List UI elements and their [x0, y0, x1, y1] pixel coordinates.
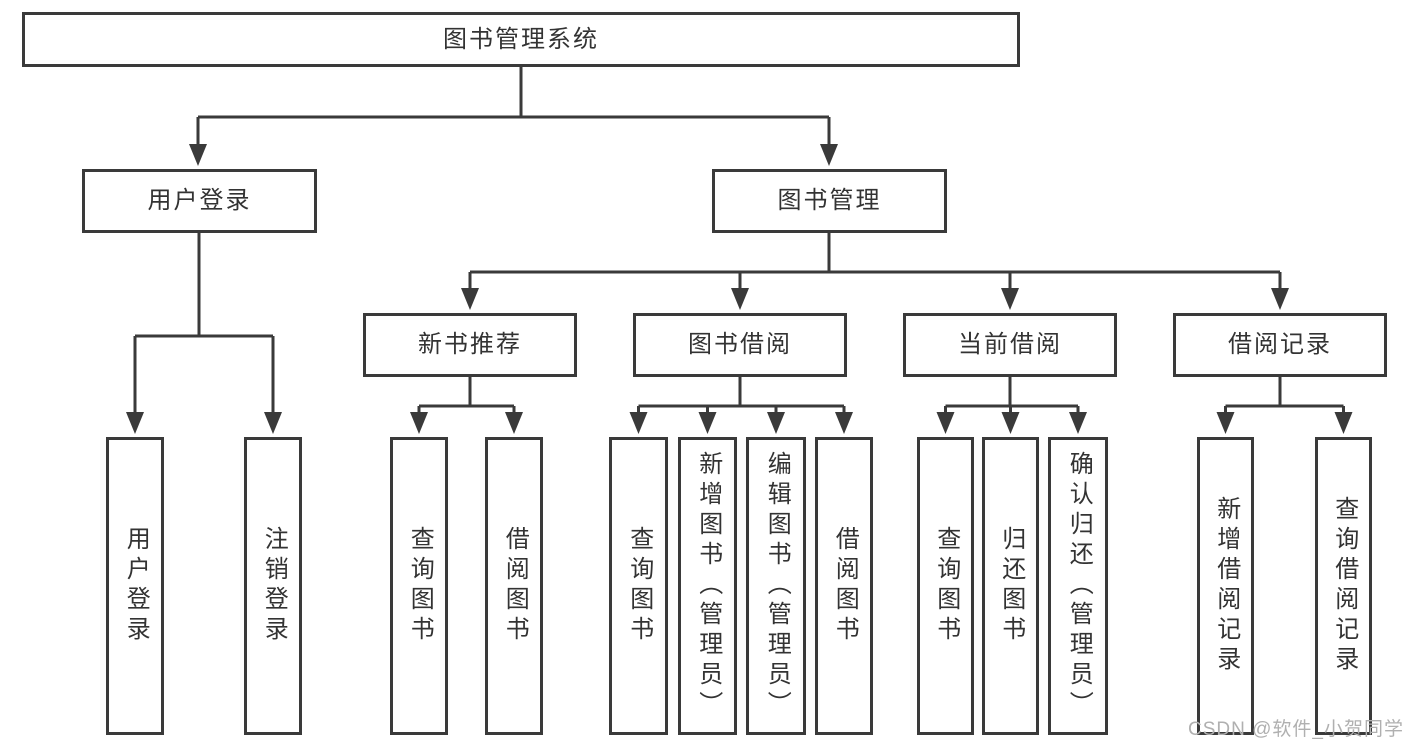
node-borrow-records: 借阅记录 — [1173, 313, 1387, 377]
leaf-query-books-borrow-label: 查询图书 — [625, 526, 653, 646]
leaf-add-borrow-record-label: 新增借阅记录 — [1212, 496, 1240, 676]
arrow-head — [820, 144, 838, 166]
node-current-borrow: 当前借阅 — [903, 313, 1117, 377]
leaf-logout: 注销登录 — [244, 437, 302, 735]
arrow-head — [1334, 412, 1353, 434]
node-current-borrow-label: 当前借阅 — [958, 331, 1062, 358]
leaf-edit-book-admin: 编辑图书（管理员） — [746, 437, 806, 735]
arrow-head — [189, 144, 207, 166]
arrow-head — [1001, 412, 1020, 434]
leaf-borrow-books-recommend-label: 借阅图书 — [501, 526, 529, 646]
node-new-book-recommend-label: 新书推荐 — [418, 331, 522, 358]
arrow-head — [264, 412, 282, 434]
arrow-head — [1271, 288, 1289, 310]
leaf-return-book-label: 归还图书 — [997, 526, 1025, 646]
leaf-user-login: 用户登录 — [106, 437, 164, 735]
leaf-confirm-return-admin: 确认归还（管理员） — [1048, 437, 1108, 735]
leaf-logout-label: 注销登录 — [260, 526, 288, 646]
leaf-query-books-current: 查询图书 — [917, 437, 974, 735]
arrow-head — [1069, 412, 1087, 434]
leaf-add-book-admin: 新增图书（管理员） — [678, 437, 737, 735]
arrow-head — [698, 412, 717, 434]
arrow-head — [1001, 288, 1019, 310]
node-user-login-label: 用户登录 — [147, 187, 252, 214]
leaf-borrow-books-recommend: 借阅图书 — [485, 437, 543, 735]
arrow-head — [731, 288, 749, 310]
node-new-book-recommend: 新书推荐 — [363, 313, 577, 377]
leaf-query-borrow-record: 查询借阅记录 — [1315, 437, 1372, 735]
csdn-watermark: CSDN @软件_小贺同学 — [1188, 719, 1404, 740]
node-book-borrow: 图书借阅 — [633, 313, 847, 377]
leaf-query-books-borrow: 查询图书 — [609, 437, 668, 735]
leaf-query-books-recommend: 查询图书 — [390, 437, 448, 735]
node-root-label: 图书管理系统 — [443, 25, 599, 53]
node-book-management: 图书管理 — [712, 169, 947, 233]
node-borrow-records-label: 借阅记录 — [1228, 331, 1332, 358]
arrow-head — [410, 412, 428, 434]
arrow-head — [629, 412, 648, 434]
node-book-management-label: 图书管理 — [777, 187, 882, 214]
leaf-add-book-admin-label: 新增图书（管理员） — [694, 451, 722, 721]
leaf-query-books-current-label: 查询图书 — [932, 526, 960, 646]
leaf-add-borrow-record: 新增借阅记录 — [1197, 437, 1254, 735]
node-root: 图书管理系统 — [22, 12, 1020, 67]
arrow-head — [835, 412, 853, 434]
tree-junction-lines — [135, 67, 1344, 408]
node-book-borrow-label: 图书借阅 — [688, 331, 792, 358]
leaf-edit-book-admin-label: 编辑图书（管理员） — [763, 451, 791, 721]
arrow-head — [126, 412, 144, 434]
node-user-login: 用户登录 — [82, 169, 317, 233]
leaf-user-login-label: 用户登录 — [122, 526, 150, 646]
arrow-head — [505, 412, 523, 434]
leaf-borrow-books-label: 借阅图书 — [831, 526, 859, 646]
arrow-head — [767, 412, 785, 434]
leaf-query-books-recommend-label: 查询图书 — [406, 526, 434, 646]
leaf-query-borrow-record-label: 查询借阅记录 — [1330, 496, 1358, 676]
arrow-head — [936, 412, 955, 434]
leaf-borrow-books: 借阅图书 — [815, 437, 873, 735]
arrow-head — [461, 288, 479, 310]
leaf-return-book: 归还图书 — [982, 437, 1039, 735]
leaf-confirm-return-admin-label: 确认归还（管理员） — [1065, 451, 1093, 721]
arrow-head — [1216, 412, 1235, 434]
